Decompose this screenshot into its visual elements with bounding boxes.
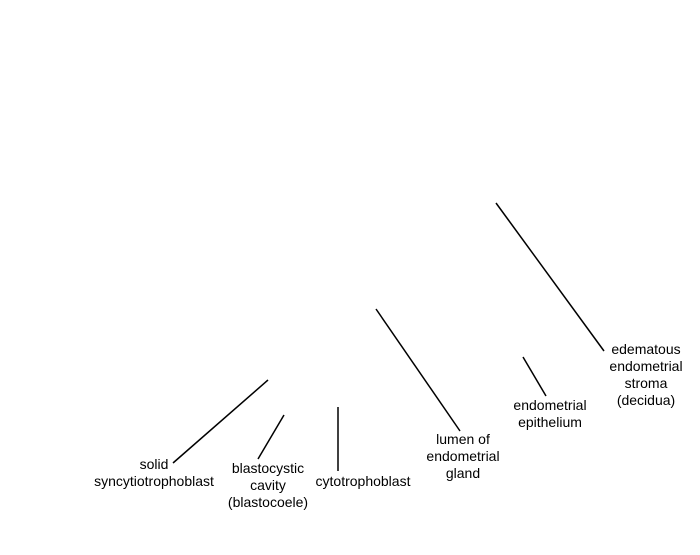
label-endometrial-epithelium: endometrial epithelium bbox=[513, 397, 587, 430]
label-solid-syncytiotrophoblast: solid syncytiotrophoblast bbox=[94, 456, 214, 489]
leader-line-solid-syncytiotrophoblast bbox=[172, 379, 269, 464]
leader-line-endometrial-epithelium bbox=[522, 356, 547, 397]
leader-line-lumen-of-endometrial-gland bbox=[375, 308, 461, 432]
leader-line-blastocystic-cavity bbox=[257, 414, 285, 460]
label-blastocystic-cavity: blastocystic cavity (blastocoele) bbox=[227, 460, 309, 510]
label-cytotrophoblast: cytotrophoblast bbox=[315, 473, 411, 489]
label-edematous-endometrial-stroma: edematous endometrial stroma (decidua) bbox=[609, 341, 683, 408]
label-lumen-of-endometrial-gland: lumen of endometrial gland bbox=[426, 431, 500, 481]
leader-line-edematous-endometrial-stroma bbox=[495, 202, 605, 352]
